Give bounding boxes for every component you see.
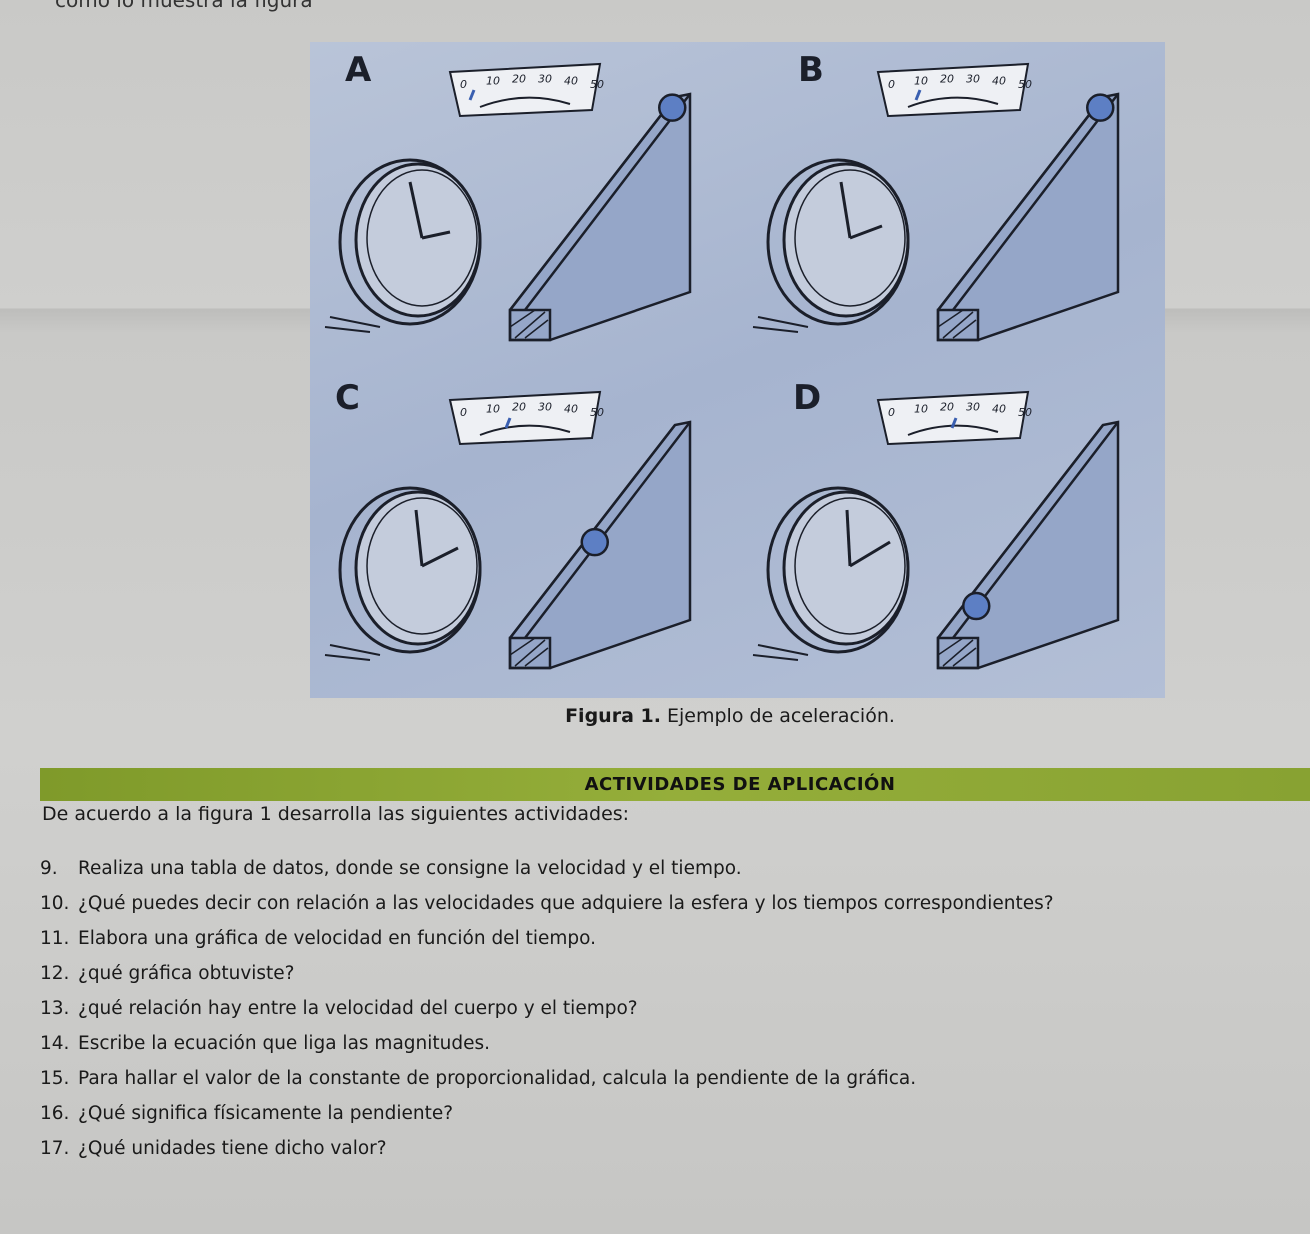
activity-text: ¿qué gráfica obtuviste? [78, 963, 295, 984]
gauge-tick-label: 0 [460, 406, 467, 419]
gauge-tick-label: 30 [966, 400, 980, 413]
speedometer-icon: 0 10 20 30 40 50 [876, 390, 1032, 446]
gauge-tick-label: 10 [914, 74, 928, 87]
ball [658, 93, 687, 122]
gauge-tick-label: 50 [590, 406, 604, 419]
activity-text: ¿Qué puedes decir con relación a las vel… [78, 893, 1054, 914]
figure-caption: Figura 1. Ejemplo de aceleración. [0, 705, 1310, 727]
gauge-tick-label: 0 [888, 78, 895, 91]
panel-drawing: 0 10 20 30 40 50 [752, 390, 1120, 670]
activity-number: 14. [40, 1033, 70, 1054]
gauge-tick-label: 40 [564, 402, 578, 415]
section-header: ACTIVIDADES DE APLICACIÓN [40, 768, 1310, 801]
activity-text: Elabora una gráfica de velocidad en func… [78, 928, 596, 949]
activity-item: 12. ¿qué gráfica obtuviste? [40, 963, 1054, 998]
activity-number: 9. [40, 858, 58, 879]
caption-label: Figura 1. [565, 705, 661, 727]
gauge-tick-label: 20 [512, 400, 526, 413]
activity-number: 11. [40, 928, 70, 949]
gauge-tick-label: 0 [888, 406, 895, 419]
panel-d: D 0 10 20 30 40 50 [738, 370, 1165, 698]
clock-icon [752, 486, 910, 661]
activity-number: 12. [40, 963, 70, 984]
speedometer-icon: 0 10 20 30 40 50 [876, 62, 1032, 118]
activity-number: 17. [40, 1138, 70, 1159]
activity-number: 15. [40, 1068, 70, 1089]
gauge-tick-label: 20 [940, 400, 954, 413]
inclined-ramp [936, 420, 1120, 670]
activity-text: ¿Qué significa físicamente la pendiente? [78, 1103, 454, 1124]
gauge-tick-label: 30 [966, 72, 980, 85]
activity-item: 9. Realiza una tabla de datos, donde se c… [40, 858, 1054, 893]
activity-text: ¿Qué unidades tiene dicho valor? [78, 1138, 387, 1159]
activity-item: 13. ¿qué relación hay entre la velocidad … [40, 998, 1054, 1033]
activity-text: Escribe la ecuación que liga las magnitu… [78, 1033, 491, 1054]
gauge-tick-label: 30 [538, 72, 552, 85]
gauge-tick-label: 40 [992, 74, 1006, 87]
gauge-tick-label: 10 [486, 74, 500, 87]
ball [1086, 93, 1115, 122]
gauge-tick-label: 30 [538, 400, 552, 413]
activity-number: 10. [40, 893, 70, 914]
panel-a: A 0 10 20 30 40 50 [310, 42, 737, 370]
gauge-tick-label: 20 [512, 72, 526, 85]
inclined-ramp [508, 92, 692, 342]
activity-text: ¿qué relación hay entre la velocidad del… [78, 998, 638, 1019]
panel-c: C 0 10 20 30 40 50 [310, 370, 737, 698]
gauge-tick-label: 10 [486, 402, 500, 415]
panel-label: D [793, 378, 822, 418]
ball [580, 527, 609, 557]
speedometer-icon: 0 10 20 30 40 50 [448, 390, 604, 446]
activity-text: Realiza una tabla de datos, donde se con… [78, 858, 742, 879]
panel-drawing: 0 10 20 30 40 50 [752, 62, 1120, 342]
cut-off-top-text: como lo muestra la figura [55, 0, 313, 12]
gauge-tick-label: 20 [940, 72, 954, 85]
gauge-tick-label: 40 [564, 74, 578, 87]
caption-text: Ejemplo de aceleración. [660, 705, 895, 727]
activity-item: 17. ¿Qué unidades tiene dicho valor? [40, 1138, 1054, 1173]
gauge-tick-label: 10 [914, 402, 928, 415]
panel-drawing: 0 10 20 30 40 50 [324, 62, 692, 342]
section-intro: De acuerdo a la figura 1 desarrolla las … [42, 803, 630, 825]
activity-item: 16. ¿Qué significa físicamente la pendien… [40, 1103, 1054, 1138]
ball [962, 591, 991, 621]
gauge-tick-label: 50 [1018, 406, 1032, 419]
figure-1: A 0 10 20 30 40 50 B 0 10 20 30 40 50 [310, 42, 1165, 698]
activity-item: 15. Para hallar el valor de la constante … [40, 1068, 1054, 1103]
section-title: ACTIVIDADES DE APLICACIÓN [584, 774, 896, 795]
clock-icon [324, 158, 482, 333]
panel-drawing: 0 10 20 30 40 50 [324, 390, 692, 670]
activity-number: 13. [40, 998, 70, 1019]
inclined-ramp [936, 92, 1120, 342]
gauge-tick-label: 50 [1018, 78, 1032, 91]
clock-icon [324, 486, 482, 661]
activity-item: 14. Escribe la ecuación que liga las magn… [40, 1033, 1054, 1068]
activity-item: 10. ¿Qué puedes decir con relación a las … [40, 893, 1054, 928]
activity-text: Para hallar el valor de la constante de … [78, 1068, 917, 1089]
clock-icon [752, 158, 910, 333]
activity-list: 9. Realiza una tabla de datos, donde se c… [40, 858, 1054, 1173]
panel-b: B 0 10 20 30 40 50 [738, 42, 1165, 370]
panel-label: A [345, 50, 372, 90]
gauge-tick-label: 0 [460, 78, 467, 91]
panel-label: C [335, 378, 360, 418]
gauge-tick-label: 50 [590, 78, 604, 91]
activity-item: 11. Elabora una gráfica de velocidad en f… [40, 928, 1054, 963]
speedometer-icon: 0 10 20 30 40 50 [448, 62, 604, 118]
gauge-tick-label: 40 [992, 402, 1006, 415]
activity-number: 16. [40, 1103, 70, 1124]
panel-label: B [798, 50, 824, 90]
